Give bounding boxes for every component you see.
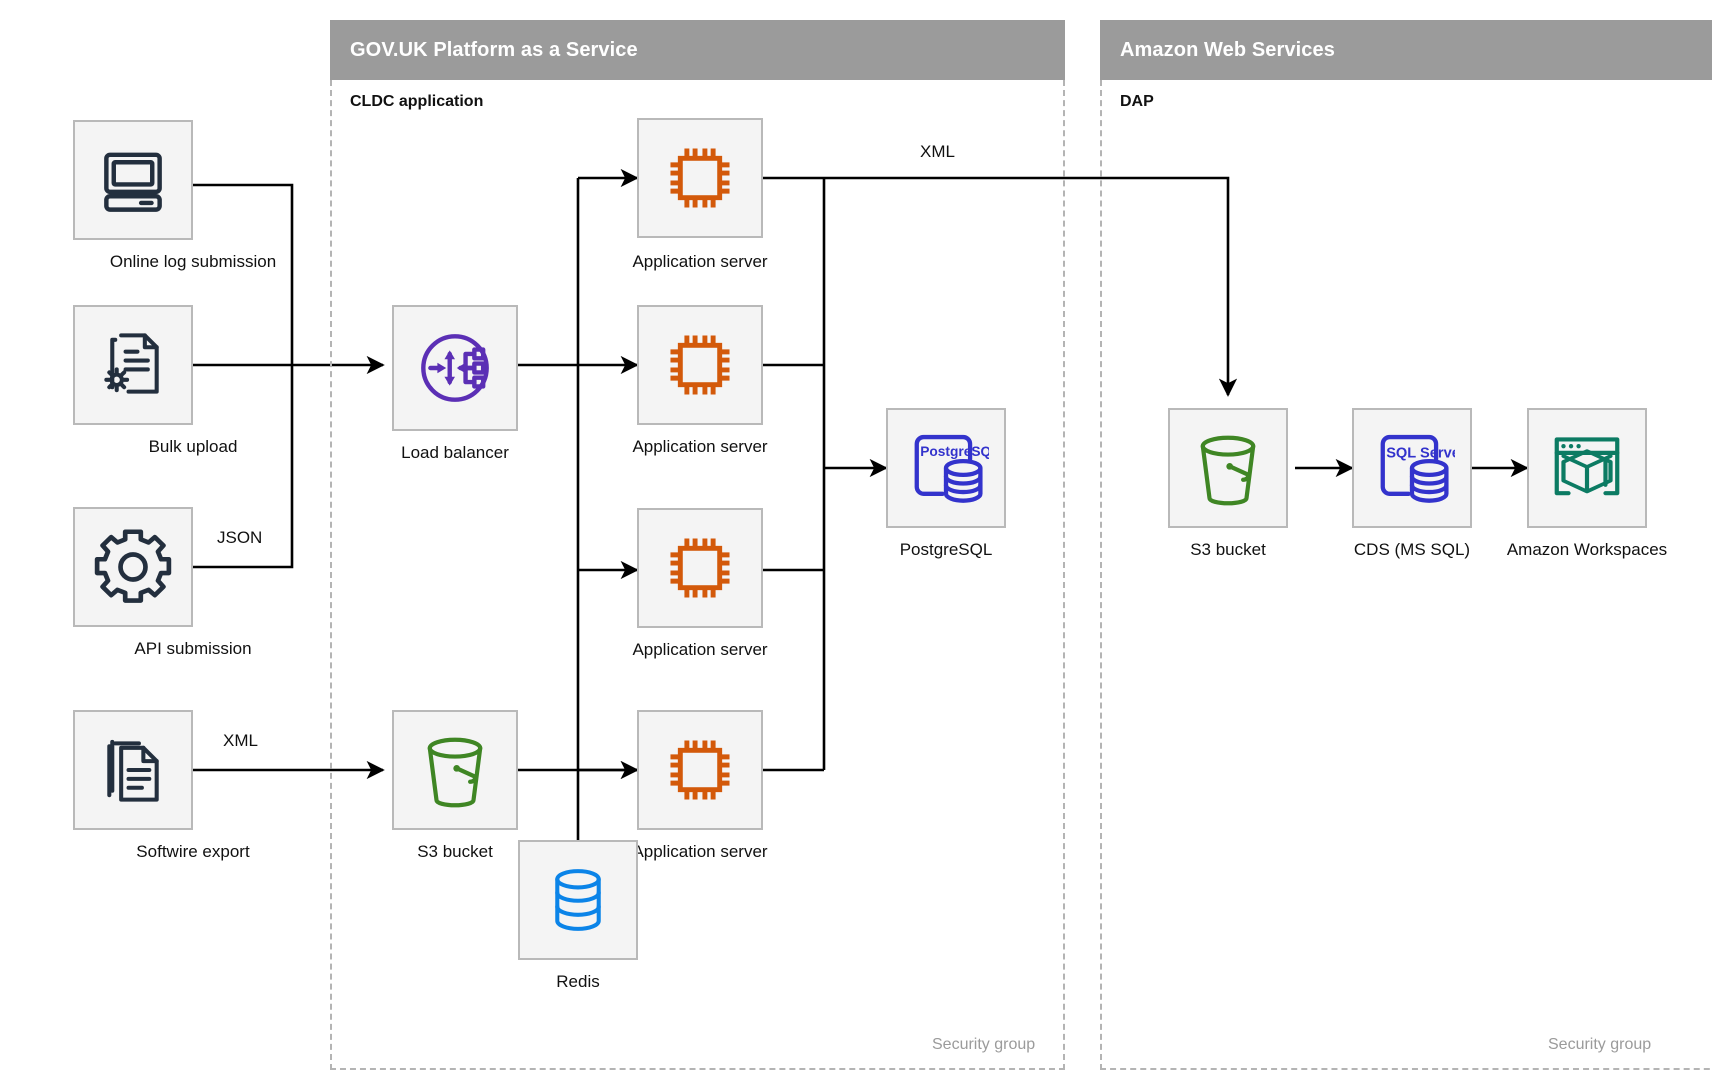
- node-label-cds-ms-sql: CDS (MS SQL): [1353, 540, 1471, 559]
- node-label-online-log-submission: Online log submission: [109, 252, 277, 271]
- node-box-cds-ms-sql: SQL Server: [1352, 408, 1472, 528]
- node-label-load-balancer: Load balancer: [401, 443, 509, 462]
- edge-label-xml-dap: XML: [915, 142, 960, 162]
- node-box-softwire-export: [73, 710, 193, 830]
- s3-bucket-icon: [1200, 435, 1256, 506]
- document-gear-icon: [104, 333, 159, 394]
- cpu-chip-icon: [670, 335, 730, 395]
- redis-database-icon: [555, 869, 601, 931]
- node-box-s3-bucket-paas: [392, 710, 518, 830]
- node-box-bulk-upload: [73, 305, 193, 425]
- security-group-label-aws: Security group: [1548, 1036, 1652, 1053]
- cpu-chip-icon: [670, 740, 730, 800]
- edge-label-xml-softwire: XML: [218, 731, 263, 751]
- group-header-aws: Amazon Web Services: [1100, 20, 1712, 80]
- node-label-app-server-3: Application server: [632, 640, 768, 659]
- node-box-load-balancer: [392, 305, 518, 431]
- node-label-app-server-2: Application server: [632, 437, 768, 456]
- node-box-app-server-2: [637, 305, 763, 425]
- group-title-aws: Amazon Web Services: [1120, 38, 1335, 61]
- postgresql-database-icon: PostgreSQL: [914, 434, 989, 503]
- node-box-redis: [518, 840, 638, 960]
- inner-title-dap: DAP: [1120, 93, 1154, 110]
- amazon-workspaces-icon: [1554, 437, 1620, 496]
- group-body-aws: [1100, 80, 1712, 1070]
- cpu-chip-icon: [670, 538, 730, 598]
- node-label-app-server-4: Application server: [632, 842, 768, 861]
- node-label-softwire-export: Softwire export: [136, 842, 250, 861]
- node-box-s3-bucket-aws: [1168, 408, 1288, 528]
- group-header-paas: GOV.UK Platform as a Service: [330, 20, 1065, 80]
- group-title-paas: GOV.UK Platform as a Service: [350, 38, 638, 61]
- node-box-app-server-1: [637, 118, 763, 238]
- sql-server-database-icon: SQL Server: [1380, 434, 1455, 503]
- node-label-postgresql: PostgreSQL: [899, 540, 993, 559]
- node-box-api-submission: [73, 507, 193, 627]
- group-body-paas: [330, 80, 1065, 1070]
- postgresql-badge-text: PostgreSQL: [920, 444, 989, 459]
- edge-label-json: JSON: [212, 528, 268, 548]
- node-label-bulk-upload: Bulk upload: [148, 437, 238, 456]
- node-label-app-server-1: Application server: [632, 252, 768, 271]
- node-label-redis: Redis: [556, 972, 600, 991]
- node-label-s3-bucket-paas: S3 bucket: [417, 842, 493, 861]
- security-group-label-paas: Security group: [932, 1036, 1036, 1053]
- load-balancer-icon: [421, 334, 489, 402]
- cpu-chip-icon: [670, 148, 730, 208]
- desktop-computer-icon: [104, 152, 162, 212]
- node-label-amazon-workspaces: Amazon Workspaces: [1506, 540, 1668, 559]
- node-label-s3-bucket-aws: S3 bucket: [1190, 540, 1266, 559]
- node-box-app-server-4: [637, 710, 763, 830]
- node-label-api-submission: API submission: [134, 639, 252, 658]
- sql-server-badge-text: SQL Server: [1386, 446, 1455, 462]
- node-box-online-log-submission: [73, 120, 193, 240]
- node-box-app-server-3: [637, 508, 763, 628]
- s3-bucket-icon: [427, 737, 483, 808]
- gear-icon: [94, 529, 172, 603]
- node-box-postgresql: PostgreSQL: [886, 408, 1006, 528]
- node-box-amazon-workspaces: [1527, 408, 1647, 528]
- inner-title-cldc: CLDC application: [350, 93, 484, 110]
- documents-stack-icon: [107, 739, 159, 802]
